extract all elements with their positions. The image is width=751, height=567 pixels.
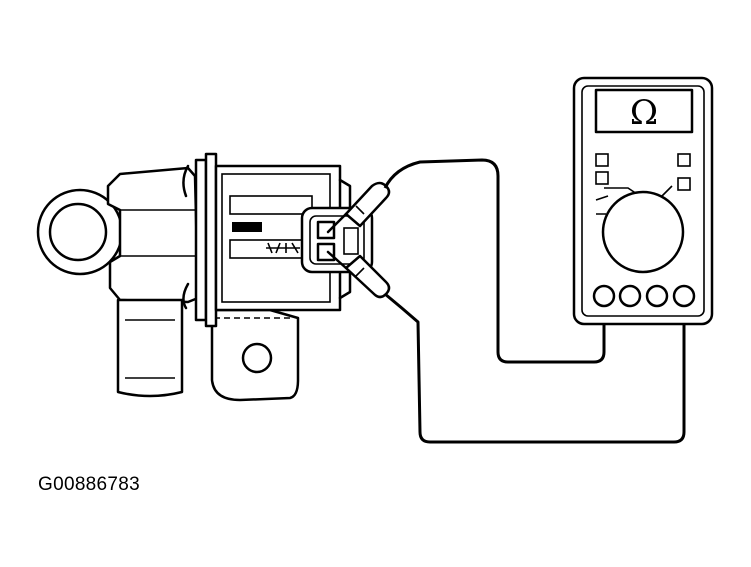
test-lead-wire-2 — [384, 292, 686, 444]
housing-marking-bar — [232, 222, 262, 232]
connector-icon — [300, 206, 374, 274]
valve-nozzle-lines — [125, 319, 175, 379]
housing-slot-upper — [229, 195, 313, 215]
test-lead-icon — [326, 158, 686, 444]
range-indicator-1 — [595, 153, 609, 167]
housing-marking-text — [266, 242, 300, 254]
test-lead-wire-1 — [383, 158, 606, 364]
ohmmeter-icon: Ω — [572, 76, 714, 326]
probe-lower-handle — [344, 254, 391, 299]
figure-id-label: G00886783 — [38, 474, 141, 495]
mounting-hole — [241, 342, 273, 374]
valve-clip — [182, 164, 190, 310]
probe-upper-grip — [355, 205, 365, 215]
valve-port-inner — [48, 202, 108, 262]
probe-upper-tip — [326, 212, 348, 234]
probe-upper-handle — [344, 181, 391, 228]
range-indicator-4 — [677, 177, 691, 191]
meter-display-symbol: Ω — [630, 93, 658, 133]
meter-jack-1 — [592, 284, 616, 308]
meter-body-inner — [581, 85, 705, 317]
connector-terminal-1 — [316, 220, 336, 240]
valve-flange-1 — [194, 158, 208, 322]
valve-body-lines — [120, 209, 195, 257]
meter-jack-2 — [618, 284, 642, 308]
connector-terminal-2 — [316, 242, 336, 262]
meter-jack-3 — [645, 284, 669, 308]
vsv-valve-icon — [36, 152, 352, 402]
range-indicator-3 — [677, 153, 691, 167]
probe-lower-tip — [326, 250, 348, 270]
valve-nozzle — [116, 298, 184, 398]
range-indicator-2 — [595, 171, 609, 185]
meter-display — [594, 88, 694, 134]
connector-latch — [343, 227, 359, 255]
range-pointer-lines — [595, 185, 673, 215]
valve-flange-2 — [204, 152, 218, 328]
meter-jack-4 — [672, 284, 696, 308]
connector-inner — [309, 215, 365, 265]
range-selector-dial — [601, 190, 685, 274]
probe-lower-grip — [355, 267, 365, 277]
